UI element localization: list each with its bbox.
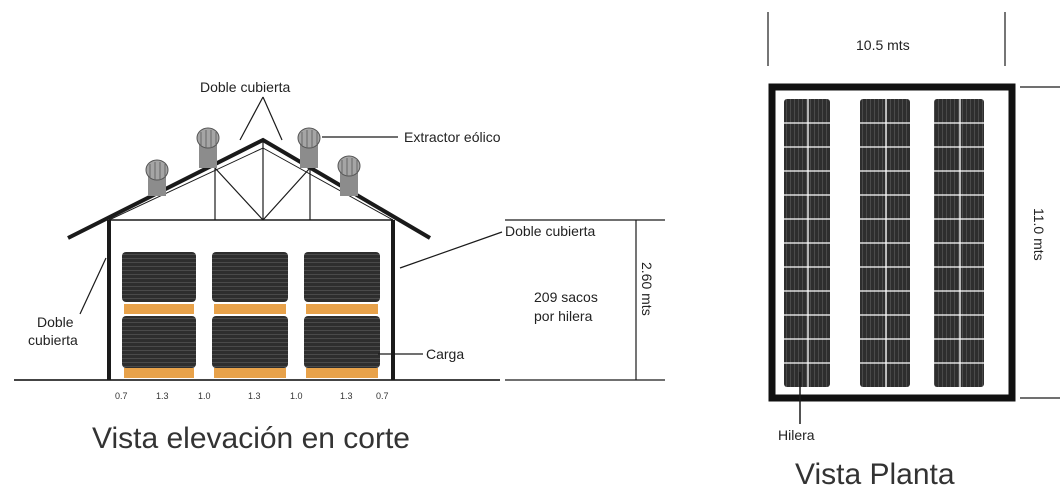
label-sacos-1: 209 sacos [534, 289, 598, 305]
extractor-icon [337, 155, 361, 196]
sack-stack [304, 252, 380, 378]
extractor-icon [145, 159, 169, 196]
label-doble-cubierta-left-1: Doble [37, 314, 74, 330]
leader-lines [79, 96, 665, 381]
spacing-value: 0.7 [376, 391, 389, 401]
spacing-value: 1.0 [198, 391, 211, 401]
label-width: 10.5 mts [856, 37, 910, 53]
label-hilera: Hilera [778, 427, 815, 443]
plan-view: 10.5 mts 11.0 mts Hilera Vista Planta [767, 12, 1060, 491]
elevation-title: Vista elevación en corte [92, 422, 410, 455]
label-doble-cubierta-right: Doble cubierta [505, 223, 595, 239]
roof-truss [214, 140, 311, 221]
label-carga: Carga [426, 346, 464, 362]
extractor-icon [196, 127, 220, 168]
plan-outline [768, 83, 1016, 402]
label-doble-cubierta-left-2: cubierta [28, 332, 78, 348]
label-extractor: Extractor eólico [404, 129, 501, 145]
spacing-value: 1.3 [156, 391, 169, 401]
spacing-value: 1.0 [290, 391, 303, 401]
sack-stack [212, 252, 288, 378]
plan-title: Vista Planta [795, 458, 955, 491]
extractor-icon [297, 127, 321, 168]
label-height: 2.60 mts [639, 262, 655, 316]
spacing-value: 1.3 [340, 391, 353, 401]
label-doble-cubierta-top: Doble cubierta [200, 79, 290, 95]
spacing-value: 0.7 [115, 391, 128, 401]
sack-dividers [784, 99, 984, 387]
sack-stack [122, 252, 196, 378]
spacing-value: 1.3 [248, 391, 261, 401]
width-dimension [767, 12, 1006, 66]
length-dimension [1020, 86, 1060, 399]
label-length: 11.0 mts [1031, 208, 1047, 261]
label-sacos-2: por hilera [534, 308, 593, 324]
elevation-view: Doble cubierta Extractor eólico Doble cu… [14, 79, 665, 455]
